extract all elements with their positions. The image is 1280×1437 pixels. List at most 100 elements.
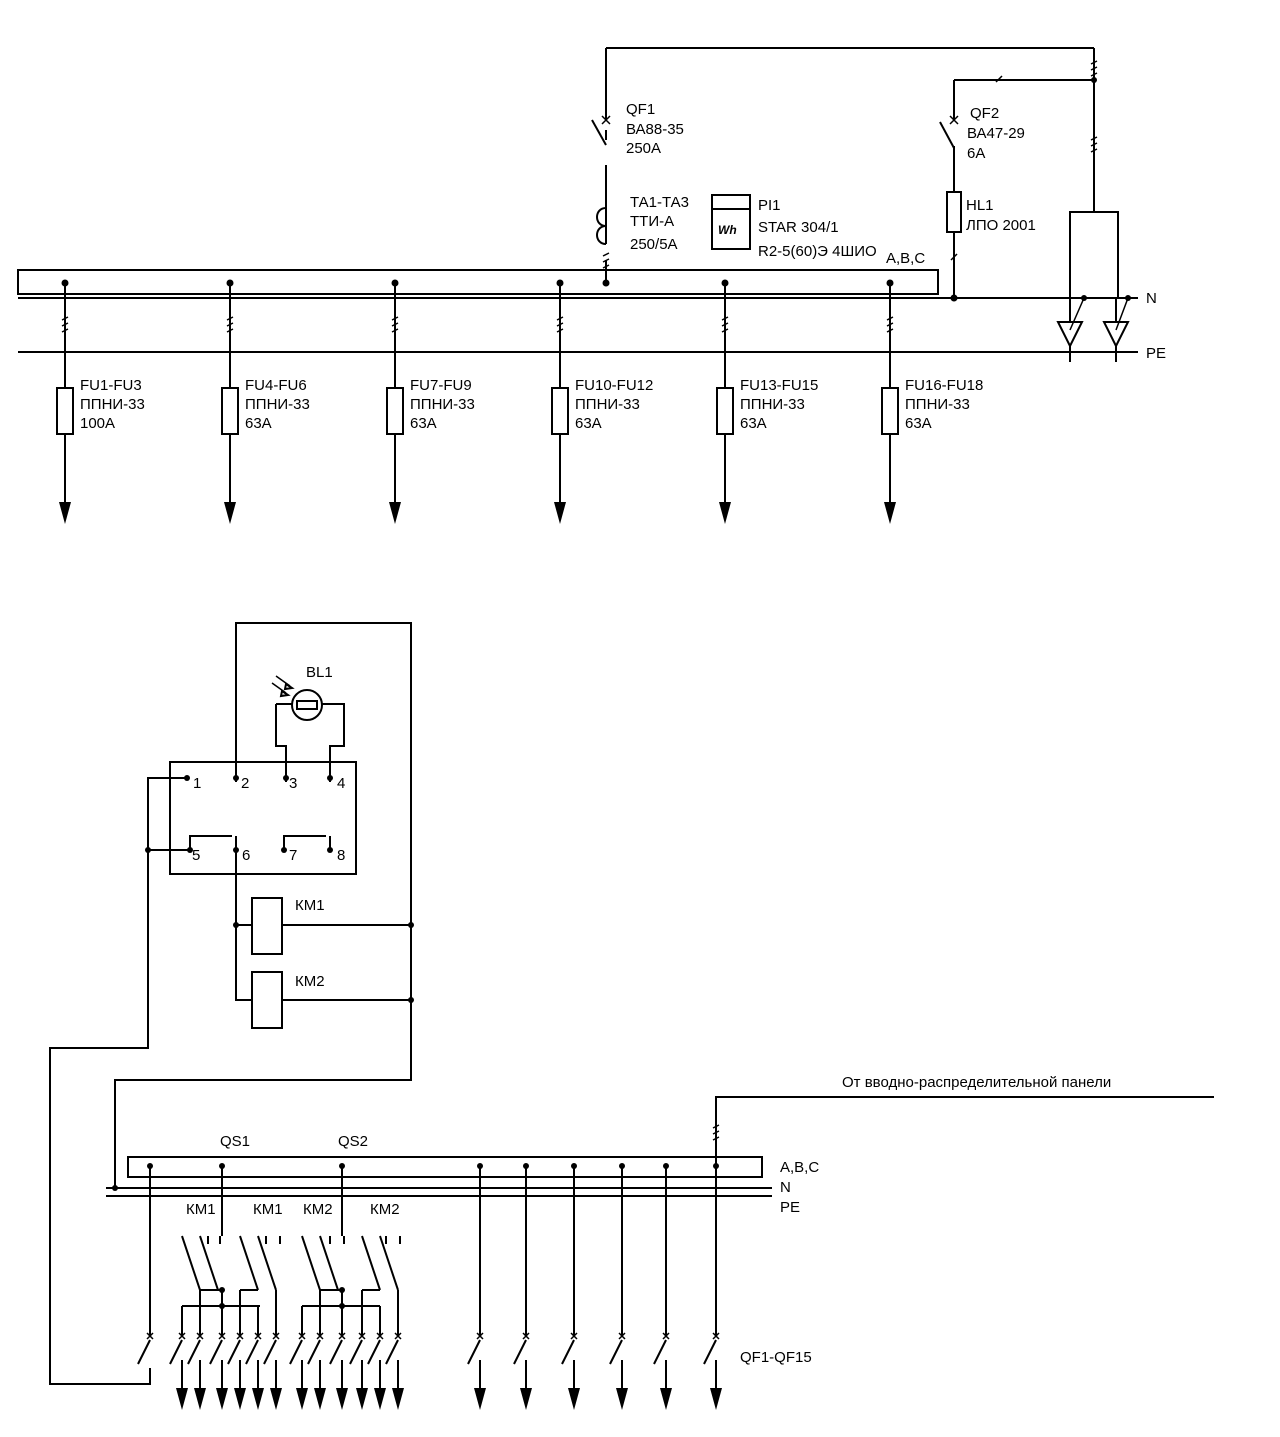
qs1-label: QS1 — [220, 1133, 250, 1150]
bottom-diagram: BL1 1 2 3 4 5 6 7 8 — [49, 622, 1214, 1410]
terminal-8: 8 — [337, 847, 345, 864]
breaker-arrow — [234, 1388, 246, 1410]
feeder-breaker — [245, 1332, 264, 1410]
pi-type: STAR 304/1 — [758, 219, 839, 236]
fuse-name: FU16-FU18 — [905, 377, 983, 394]
breaker-arrow — [616, 1388, 628, 1410]
bl1-label: BL1 — [306, 664, 333, 681]
fuse-rating: 63А — [740, 415, 767, 432]
bus-n-label: N — [1146, 290, 1157, 307]
breaker-arrow — [374, 1388, 386, 1410]
terminal-7: 7 — [289, 847, 297, 864]
relay-terminals — [184, 775, 333, 853]
bottom-busbar-abc — [127, 1156, 763, 1178]
breaker-arrow — [194, 1388, 206, 1410]
fuse-rating: 63А — [410, 415, 437, 432]
breaker-arrow — [392, 1388, 404, 1410]
breaker-arrow — [356, 1388, 368, 1410]
terminal-3: 3 — [289, 775, 297, 792]
breaker-arrow — [296, 1388, 308, 1410]
contactor-label-4: КМ2 — [370, 1201, 400, 1218]
fuse-rating: 100А — [80, 415, 115, 432]
terminal-6: 6 — [242, 847, 250, 864]
breaker-arrow — [520, 1388, 532, 1410]
feeder-breaker — [169, 1332, 188, 1410]
contactor-label-3: КМ2 — [303, 1201, 333, 1218]
qf2-name: QF2 — [970, 105, 999, 122]
fuse-name: FU4-FU6 — [245, 377, 307, 394]
feeder-breaker — [187, 1332, 206, 1410]
feeder-breaker — [137, 1332, 154, 1365]
hl1-lamp — [946, 191, 962, 233]
photo-relay-box — [169, 761, 357, 875]
contactor-groups — [147, 1163, 401, 1336]
feeder-breaker — [349, 1332, 368, 1410]
qf2-rating: 6А — [967, 145, 985, 162]
ta-type: ТТИ-А — [630, 213, 674, 230]
feeder-arrow — [884, 502, 896, 524]
bottom-bus-n-label: N — [780, 1179, 791, 1196]
feeder-breaker — [467, 1163, 486, 1410]
hl-type: ЛПО 2001 — [966, 217, 1036, 234]
terminal-1: 1 — [193, 775, 201, 792]
feeder-breaker — [703, 1163, 722, 1410]
qs2-label: QS2 — [338, 1133, 368, 1150]
feeder-breaker — [209, 1332, 228, 1410]
bottom-bus-abc-label: А,В,С — [780, 1159, 819, 1176]
fuse-type: ППНИ-33 — [575, 396, 640, 413]
km2-coil-label: КМ2 — [295, 973, 325, 990]
busbar-abc-label: А,В,С — [886, 250, 925, 267]
fuse-feeders: FU1-FU3ППНИ-33100АFU4-FU6ППНИ-3363АFU7-F… — [56, 279, 983, 524]
bus-pe-label: РЕ — [1146, 345, 1166, 362]
feeder-arrow — [389, 502, 401, 524]
surge-arresters — [1056, 48, 1131, 362]
feeder-breaker — [385, 1332, 404, 1410]
ta-ratio: 250/5А — [630, 236, 678, 253]
terminal-4: 4 — [337, 775, 345, 792]
photo-sensor-bl1 — [271, 675, 345, 782]
feeder-arrow — [554, 502, 566, 524]
busbar-abc — [17, 269, 939, 295]
pi-spec: R2-5(60)Э 4ШИО — [758, 243, 877, 260]
main-feeder — [591, 47, 1094, 287]
breaker-arrow — [474, 1388, 486, 1410]
feeder-breakers — [137, 1163, 722, 1410]
feeder-breaker — [227, 1332, 246, 1410]
terminal-5: 5 — [192, 847, 200, 864]
contactor-label-1: КМ1 — [186, 1201, 216, 1218]
feeder-arrow — [224, 502, 236, 524]
qf1-name: QF1 — [626, 101, 655, 118]
breaker-arrow — [270, 1388, 282, 1410]
top-diagram: А,В,С N РЕ QF1 ВА88-35 250А ТА1-ТА3 ТТИ-… — [17, 47, 1166, 524]
fuse-body — [221, 387, 239, 435]
fuse-name: FU7-FU9 — [410, 377, 472, 394]
fuse-name: FU13-FU15 — [740, 377, 818, 394]
source-label: От вводно-распределительной панели — [842, 1074, 1111, 1091]
breakers-label: QF1-QF15 — [740, 1349, 812, 1366]
breaker-arrow — [314, 1388, 326, 1410]
feeder-breaker — [367, 1332, 386, 1410]
breaker-arrow — [176, 1388, 188, 1410]
feeder-breaker — [561, 1163, 580, 1410]
qf1-rating: 250А — [626, 140, 661, 157]
feeder-breaker — [289, 1332, 308, 1410]
coils — [233, 850, 414, 1029]
fuse-name: FU10-FU12 — [575, 377, 653, 394]
fuse-type: ППНИ-33 — [740, 396, 805, 413]
feeder-breaker — [513, 1163, 532, 1410]
current-transformer-coil — [596, 200, 607, 245]
fuse-rating: 63А — [905, 415, 932, 432]
breaker-arrow — [660, 1388, 672, 1410]
fuse-type: ППНИ-33 — [905, 396, 970, 413]
meter-symbol: Wh — [718, 223, 737, 237]
fuse-type: ППНИ-33 — [80, 396, 145, 413]
fuse-body — [881, 387, 899, 435]
breaker-arrow — [336, 1388, 348, 1410]
